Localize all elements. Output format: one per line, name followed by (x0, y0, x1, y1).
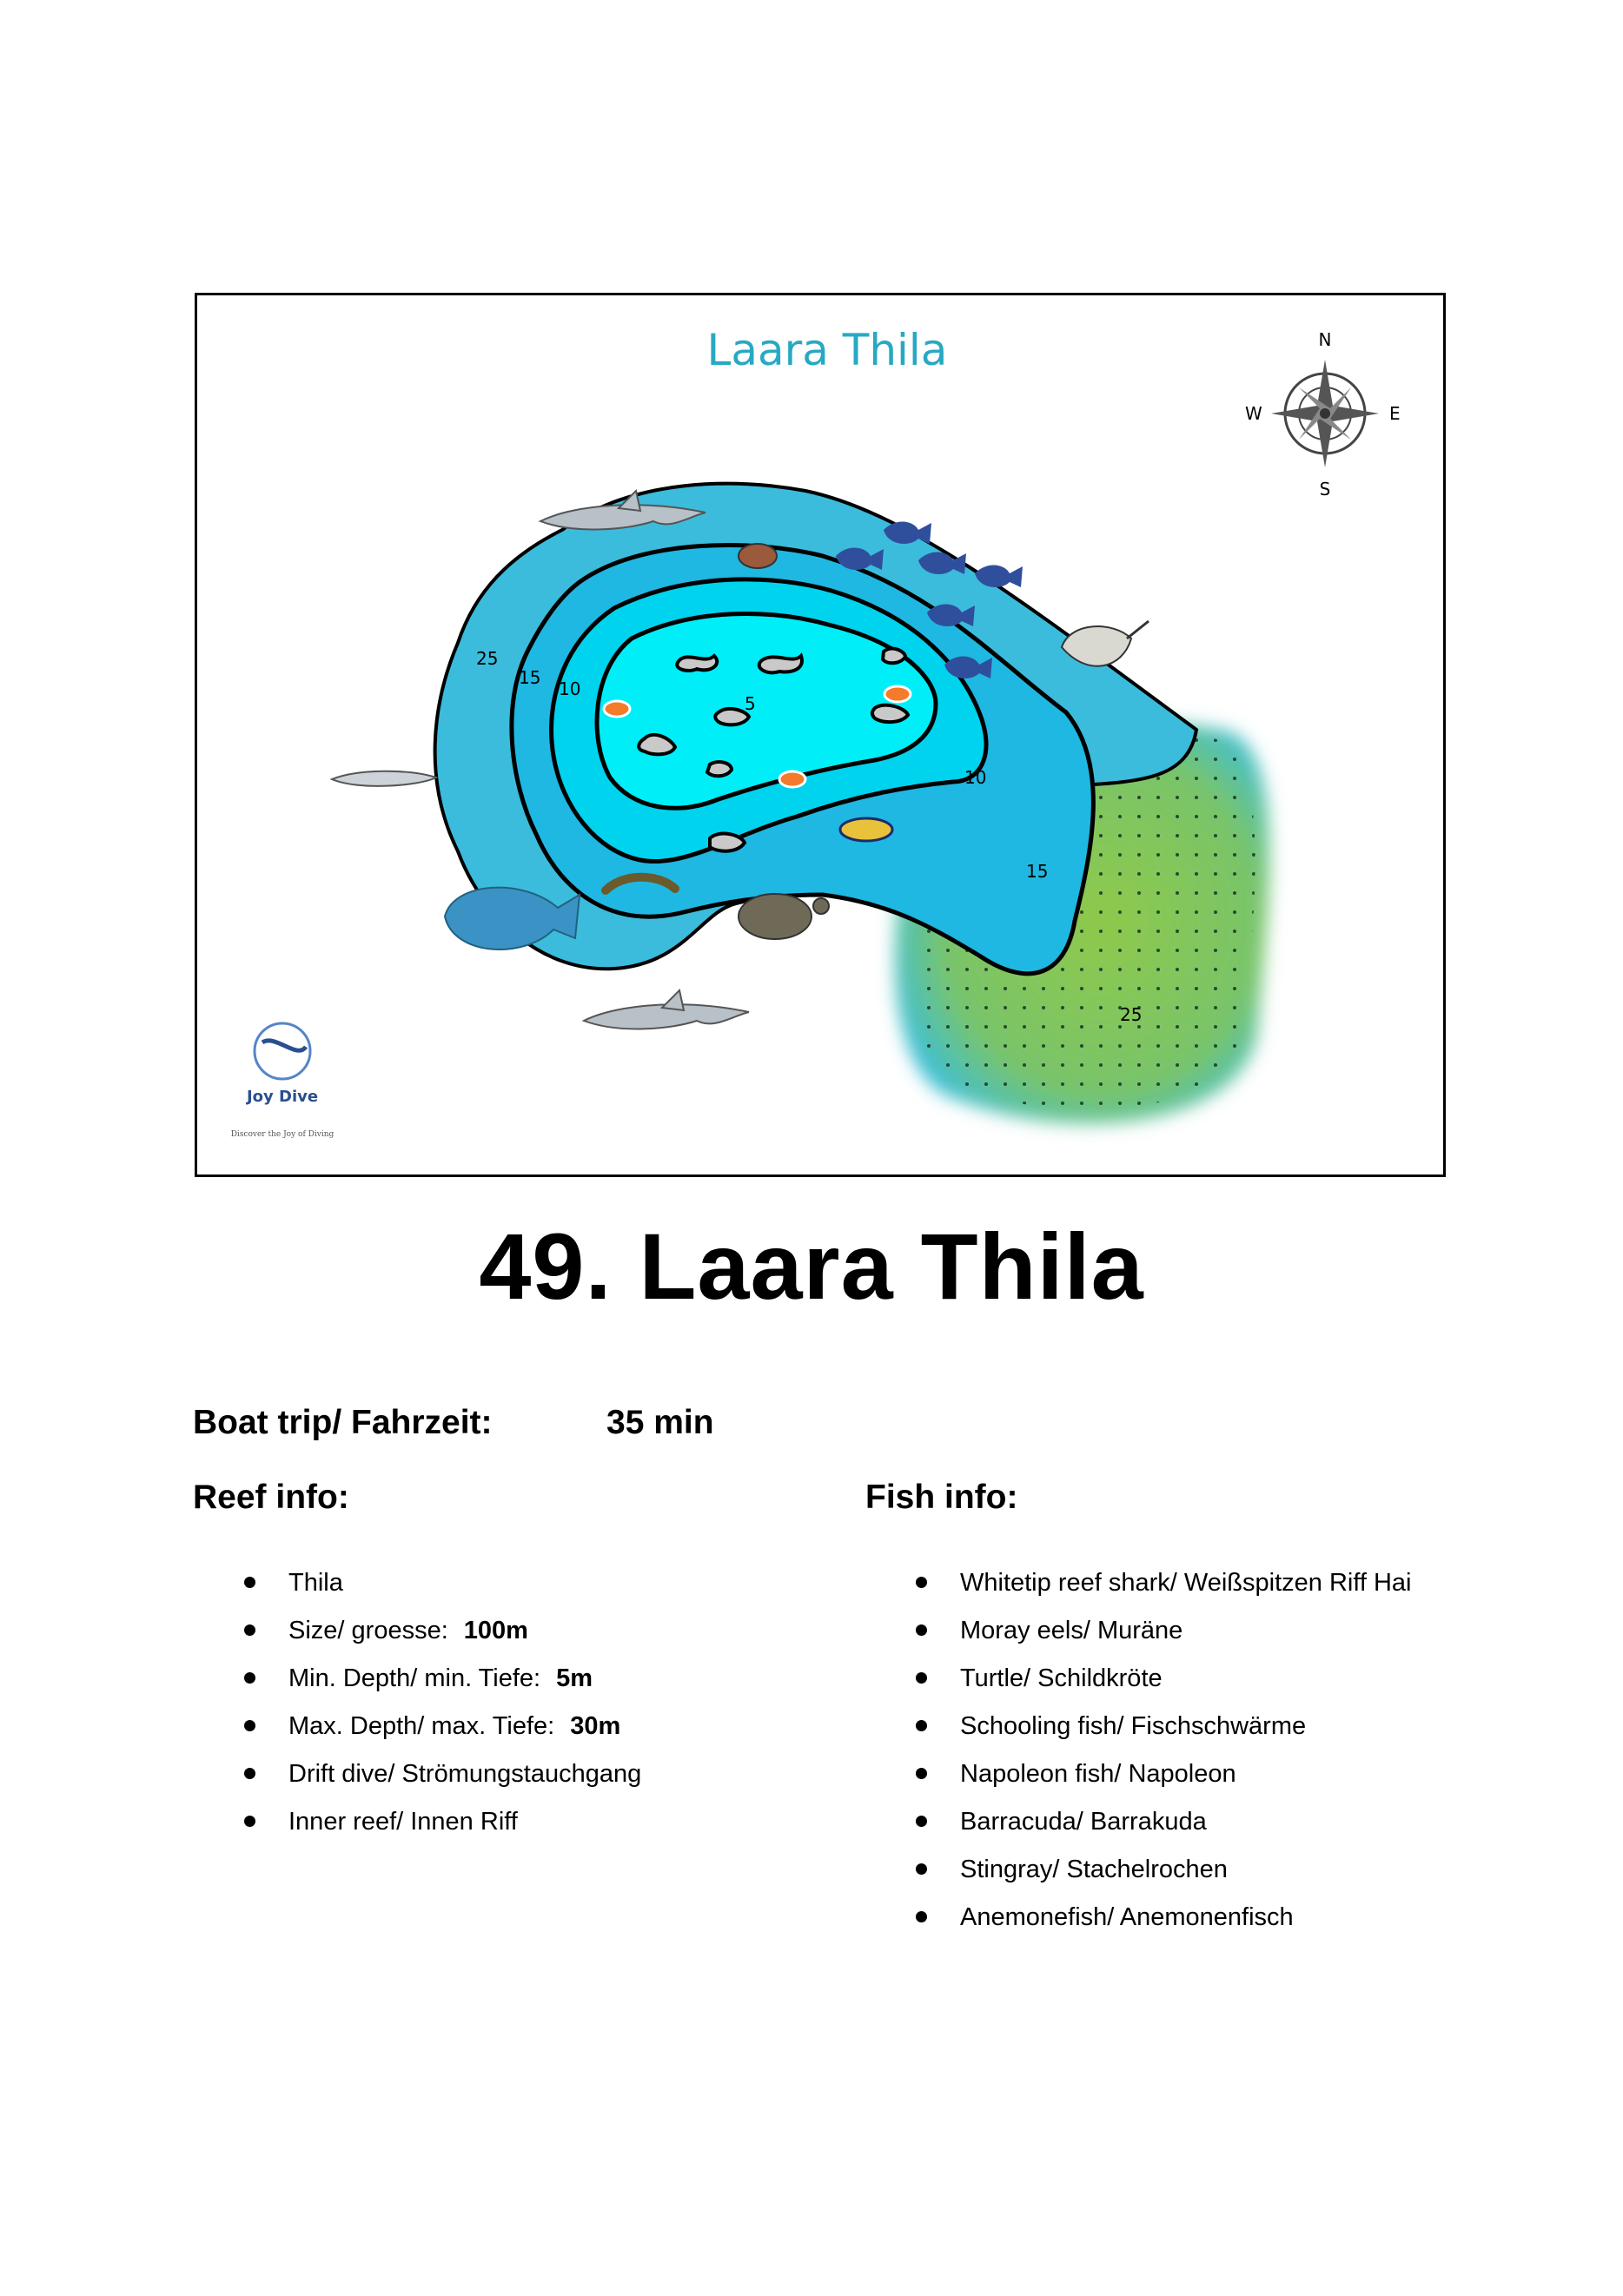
reef-item-value: 100m (463, 1617, 528, 1644)
reef-item-text: Thila (288, 1569, 343, 1597)
boat-trip-label: Boat trip/ Fahrzeit: (193, 1404, 493, 1441)
list-item: Whitetip reef shark/ Weißspitzen Riff Ha… (916, 1565, 1412, 1613)
depth-label-outer-15: 15 (519, 667, 540, 688)
list-item: Size/ groesse: 100m (244, 1613, 641, 1661)
compass-east-label: E (1389, 403, 1401, 424)
reef-map-illustration: Laara Thila N S E W (231, 325, 1401, 1139)
list-item: Stingray/ Stachelrochen (916, 1852, 1412, 1900)
compass-rose-icon: N S E W (1245, 329, 1401, 500)
depth-label-top-5: 5 (745, 693, 756, 714)
reef-item-text: Max. Depth/ max. Tiefe: (288, 1712, 555, 1740)
logo-text: Joy Dive (245, 1088, 318, 1106)
reef-item-text: Inner reef/ Innen Riff (288, 1808, 518, 1836)
stingray-icon (1060, 619, 1149, 667)
list-item: Turtle/ Schildkröte (916, 1661, 1412, 1709)
compass-north-label: N (1319, 329, 1332, 350)
list-item: Max. Depth/ max. Tiefe: 30m (244, 1709, 641, 1757)
map-title: Laara Thila (707, 325, 948, 375)
list-item: Min. Depth/ min. Tiefe: 5m (244, 1661, 641, 1709)
reef-item-text: Drift dive/ Strömungstauchgang (288, 1760, 642, 1788)
lionfish-icon (738, 543, 778, 569)
boat-trip-value: 35 min (606, 1404, 714, 1441)
compass-south-label: S (1320, 479, 1331, 500)
list-item: Thila (244, 1565, 641, 1613)
list-item: Drift dive/ Strömungstauchgang (244, 1757, 641, 1804)
list-item: Schooling fish/ Fischschwärme (916, 1709, 1412, 1757)
sweetlips-icon (838, 817, 894, 843)
logo-tagline: Discover the Joy of Diving (231, 1130, 335, 1139)
joy-dive-logo: Joy Dive Discover the Joy of Diving (231, 1022, 335, 1139)
depth-label-sand-25: 25 (1120, 1004, 1142, 1025)
fish-info-list: Whitetip reef shark/ Weißspitzen Riff Ha… (916, 1565, 1412, 1948)
reef-item-value: 30m (570, 1712, 621, 1740)
list-item: Moray eels/ Muräne (916, 1613, 1412, 1661)
page-title: 49. Laara Thila (479, 1214, 1144, 1319)
moray-eel-icon (601, 872, 679, 895)
depth-label-sand-15: 15 (1026, 861, 1048, 882)
schooling-fish-icon (836, 521, 1023, 678)
list-item: Anemonefish/ Anemonenfisch (916, 1900, 1412, 1948)
dive-site-map: Laara Thila N S E W (195, 293, 1446, 1177)
reef-item-value: 5m (556, 1664, 593, 1692)
napoleon-fish-icon (443, 886, 581, 950)
list-item: Inner reef/ Innen Riff (244, 1804, 641, 1852)
coral-patches (637, 646, 911, 853)
reef-info-list: Thila Size/ groesse: 100m Min. Depth/ min… (244, 1565, 641, 1852)
depth-label-outer-25: 25 (476, 648, 498, 669)
reef-item-text: Min. Depth/ min. Tiefe: (288, 1664, 541, 1692)
barracuda-icon (329, 770, 439, 787)
list-item: Barracuda/ Barrakuda (916, 1804, 1412, 1852)
reef-item-text: Size/ groesse: (288, 1617, 448, 1644)
anemonefish-icon (602, 685, 912, 789)
depth-label-inner-10: 10 (964, 767, 986, 788)
list-item: Napoleon fish/ Napoleon (916, 1757, 1412, 1804)
fish-info-heading: Fish info: (865, 1479, 1018, 1516)
reef-info-heading: Reef info: (193, 1479, 349, 1516)
shark-bottom-icon (581, 988, 750, 1030)
compass-west-label: W (1245, 403, 1262, 424)
shark-top-icon (538, 488, 706, 531)
turtle-icon (738, 893, 830, 940)
depth-label-outer-10: 10 (559, 678, 580, 699)
